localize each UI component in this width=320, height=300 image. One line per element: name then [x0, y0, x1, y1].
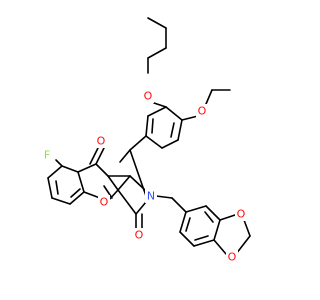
bond — [165, 106, 183, 121]
bond — [171, 197, 187, 213]
svg-text:O: O — [237, 208, 246, 221]
bond — [95, 147, 105, 165]
svg-text:O: O — [135, 229, 144, 242]
f-7-atom: F — [41, 148, 53, 162]
bond — [213, 239, 227, 255]
bond — [194, 235, 209, 241]
bonds — [47, 17, 251, 255]
bond — [243, 219, 251, 237]
svg-text:F: F — [44, 149, 50, 162]
o-dioxole-top-atom: O — [235, 207, 247, 221]
bond — [153, 102, 167, 108]
n-2-atom: N — [145, 189, 157, 203]
bond — [70, 188, 81, 198]
bond — [117, 189, 137, 215]
bond — [147, 17, 167, 29]
bond — [155, 195, 173, 199]
atom-labels: O O O F O N O O — [41, 89, 247, 264]
bond — [145, 115, 149, 137]
bond — [107, 175, 119, 191]
molecule-canvas: O O O F O N O O — [41, 17, 251, 264]
bond — [83, 191, 101, 199]
o-dioxole-bottom-atom: O — [226, 250, 238, 264]
bond — [77, 163, 97, 173]
svg-text:O: O — [100, 196, 109, 209]
bond — [205, 205, 221, 221]
bond — [193, 239, 215, 247]
bond — [69, 191, 85, 205]
svg-text:O: O — [198, 105, 207, 118]
bond — [147, 106, 167, 117]
bond — [55, 159, 63, 167]
o-chromene-atom: O — [98, 195, 110, 209]
bond — [135, 201, 147, 215]
bond — [119, 149, 131, 163]
bond — [55, 180, 59, 195]
bond — [117, 175, 131, 191]
o-carbonyl-3-atom: O — [133, 228, 145, 242]
svg-text:O: O — [97, 135, 106, 148]
bond — [151, 118, 154, 134]
bond — [170, 122, 175, 138]
bond — [103, 185, 113, 199]
bond — [129, 175, 146, 191]
bond — [95, 163, 109, 177]
bond — [89, 147, 99, 165]
bond — [185, 217, 191, 232]
molecule-structure: O O O F O N O O — [41, 17, 251, 264]
svg-text:O: O — [144, 90, 153, 103]
bond — [179, 231, 195, 247]
bond — [213, 219, 221, 241]
o-butoxy-atom: O — [142, 89, 154, 103]
bond — [181, 115, 199, 121]
svg-text:O: O — [228, 251, 237, 264]
bond — [51, 197, 71, 205]
bond — [147, 47, 167, 59]
bond — [235, 235, 251, 255]
bond — [47, 165, 63, 179]
o-carbonyl-9-atom: O — [95, 134, 107, 148]
bond — [185, 205, 207, 213]
bond — [179, 211, 187, 233]
bond — [145, 135, 163, 149]
o-ethoxy-atom: O — [196, 104, 208, 118]
bond — [47, 177, 53, 199]
bond — [161, 139, 179, 149]
bond — [177, 119, 183, 141]
bond — [77, 171, 85, 193]
bond — [204, 211, 214, 223]
bond — [61, 165, 79, 173]
svg-text:N: N — [147, 190, 155, 203]
bond — [205, 89, 213, 105]
bond — [129, 135, 147, 151]
